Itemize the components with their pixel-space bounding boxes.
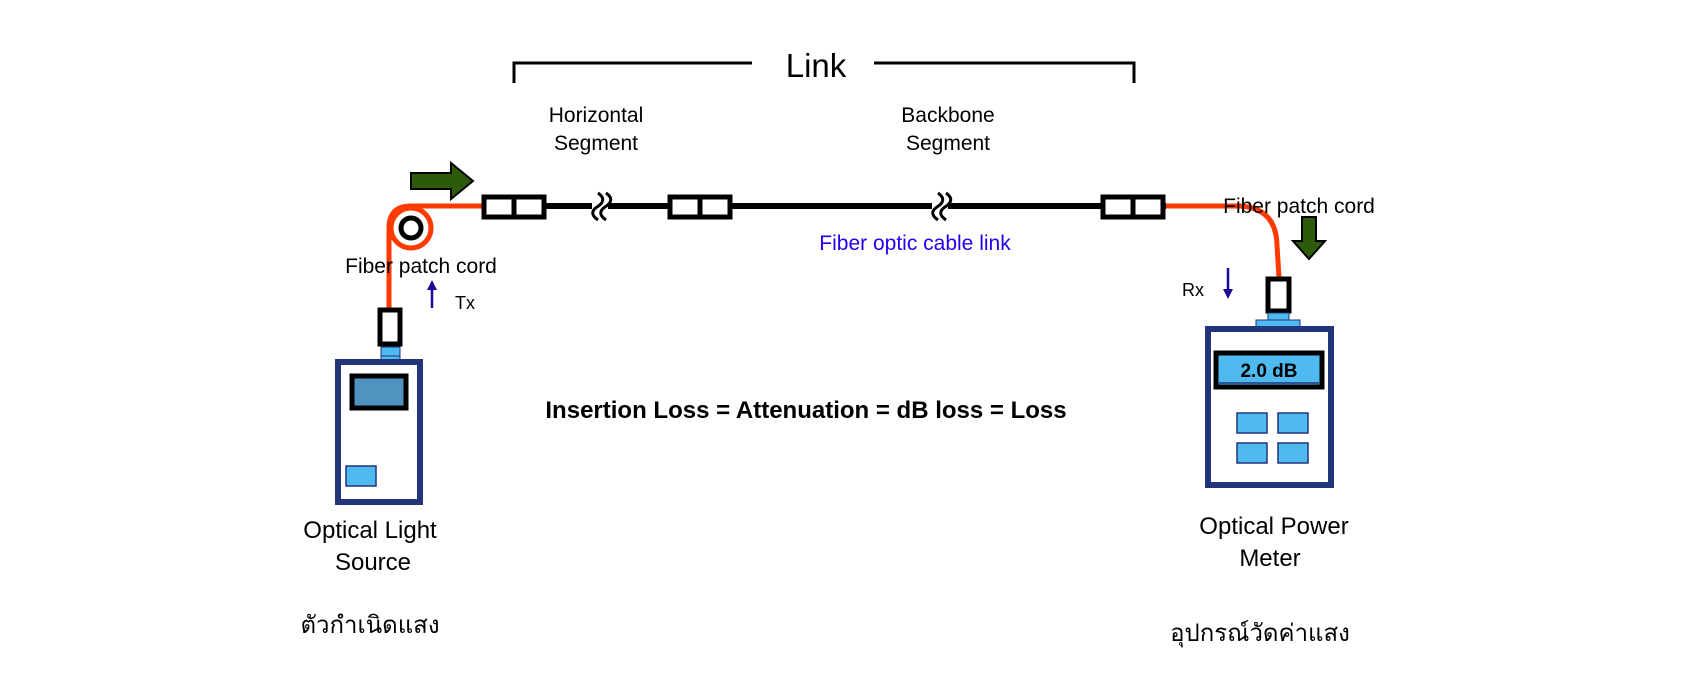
backbone-segment-line2: Segment: [906, 132, 990, 155]
left-patch-cord: [386, 203, 482, 310]
meter-button-3: [1236, 442, 1268, 464]
power-meter-thai-name: อุปกรณ์วัดค่าแสง: [1170, 619, 1350, 648]
meter-button-2: [1277, 412, 1309, 434]
horizontal-segment-line2: Segment: [554, 132, 638, 155]
power-meter-name-line2: Meter: [1239, 545, 1300, 572]
cable-break-2: [931, 191, 953, 222]
right-patch-cord: [1166, 203, 1282, 279]
meter-connector: [1265, 276, 1292, 314]
light-source-name-line2: Source: [335, 549, 411, 576]
source-connector: [377, 307, 403, 347]
direction-arrow-right-icon: [410, 160, 475, 202]
connector-3: [1100, 194, 1166, 220]
cord-spool-icon: [398, 215, 424, 241]
tx-indicator: Tx: [427, 280, 475, 313]
light-source-name-line1: Optical Light: [303, 517, 437, 544]
source-button: [345, 465, 377, 487]
meter-reading: 2.0 dB: [1240, 361, 1297, 382]
optical-light-source: Optical Light Source ตัวกำเนิดแสง: [300, 307, 440, 639]
cable-break-1: [591, 191, 613, 222]
cord-loop: [388, 205, 434, 251]
rx-arrow-down-icon: [1223, 289, 1233, 299]
link-title: Link: [786, 47, 847, 84]
meter-display: [1213, 350, 1325, 390]
rx-label: Rx: [1182, 280, 1204, 300]
tx-arrow-up-icon: [427, 280, 437, 290]
link-bracket-right: [874, 61, 1136, 83]
fiber-optic-cable-label: Fiber optic cable link: [819, 232, 1011, 255]
light-source-thai-name: ตัวกำเนิดแสง: [300, 611, 439, 639]
horizontal-segment-label: Horizontal Segment: [549, 104, 644, 155]
meter-button-4: [1277, 442, 1309, 464]
right-patch-cord-label: Fiber patch cord: [1223, 195, 1375, 218]
insertion-loss-equation: Insertion Loss = Attenuation = dB loss =…: [545, 397, 1066, 424]
source-display: [349, 373, 409, 411]
meter-button-1: [1236, 412, 1268, 434]
optical-power-meter: 2.0 dB Optical Power Meter อุปกรณ์วัดค่า…: [1170, 276, 1350, 648]
direction-arrow-down-icon: [1290, 216, 1328, 261]
left-patch-cord-label: Fiber patch cord: [345, 255, 497, 278]
backbone-segment-label: Backbone Segment: [901, 104, 994, 155]
connector-1: [481, 194, 547, 220]
link-bracket-left: [512, 61, 752, 83]
power-meter-name-line1: Optical Power: [1199, 513, 1348, 540]
rx-indicator: Rx: [1182, 268, 1233, 300]
link-bracket: Link: [512, 47, 1136, 84]
horizontal-segment-line1: Horizontal: [549, 104, 644, 127]
tx-label: Tx: [455, 293, 475, 313]
backbone-segment-line1: Backbone: [901, 104, 994, 127]
connector-2: [667, 194, 733, 220]
